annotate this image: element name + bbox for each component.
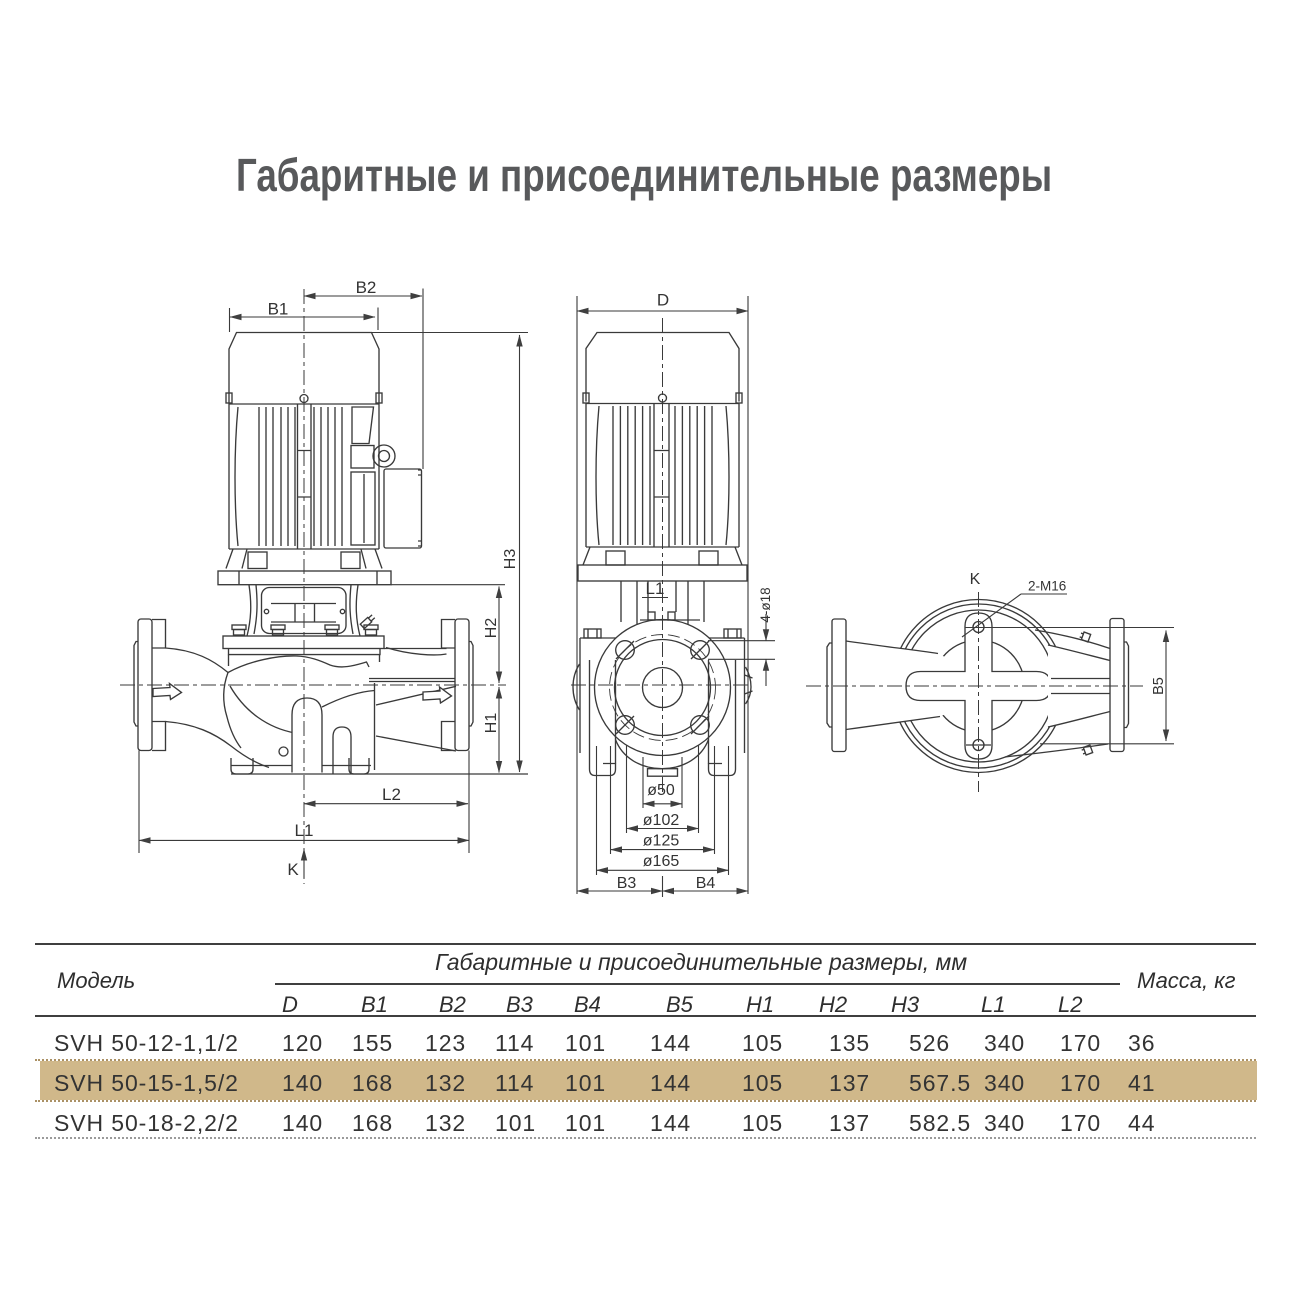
svg-text:B4: B4	[696, 875, 716, 892]
svg-text:2-M16: 2-M16	[1028, 579, 1066, 594]
svg-text:H3: H3	[502, 549, 519, 570]
svg-text:D: D	[657, 291, 669, 310]
svg-text:ø50: ø50	[647, 782, 675, 799]
svg-text:B1: B1	[268, 300, 289, 319]
svg-text:B2: B2	[356, 278, 377, 297]
svg-text:ø165: ø165	[643, 853, 680, 870]
svg-text:L2: L2	[382, 785, 401, 804]
svg-text:H1: H1	[483, 713, 500, 734]
svg-text:ø125: ø125	[643, 833, 680, 850]
svg-text:ø102: ø102	[643, 812, 680, 829]
svg-text:K: K	[970, 571, 981, 588]
svg-text:B5: B5	[1151, 677, 1167, 695]
svg-text:4-ø18: 4-ø18	[758, 587, 773, 622]
svg-text:B3: B3	[617, 875, 637, 892]
svg-text:K: K	[287, 860, 299, 879]
svg-text:H2: H2	[483, 618, 500, 639]
svg-text:L1: L1	[646, 579, 665, 598]
